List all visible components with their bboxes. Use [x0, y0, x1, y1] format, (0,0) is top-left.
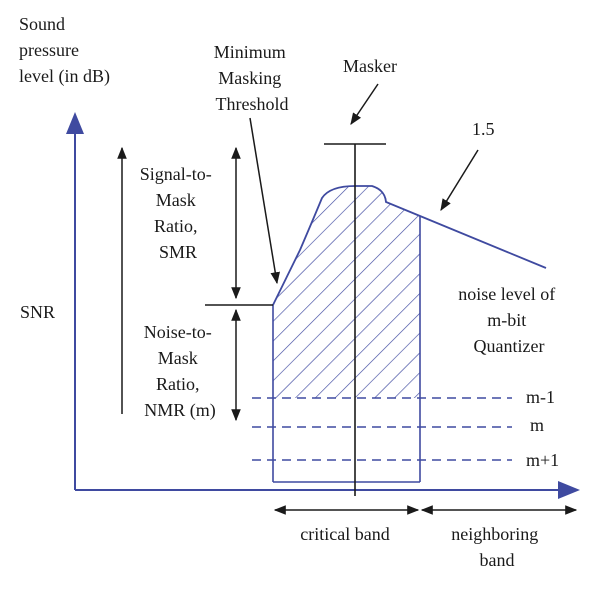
slope-label: 1.5 — [472, 119, 495, 139]
masking-threshold-curve — [272, 185, 547, 306]
y-axis-arrowhead — [66, 112, 84, 134]
minimum-masking-threshold-label: Minimum Masking Threshold — [214, 42, 291, 114]
y-axis-label: Sound pressure level (in dB) — [19, 14, 110, 87]
threshold-pointer-arrow — [249, 117, 280, 285]
slope-arrow — [440, 149, 479, 212]
nmr-label: Noise-to- Mask Ratio, NMR (m) — [144, 322, 216, 421]
quant-level-m-plus-1-label: m+1 — [526, 450, 559, 470]
critical-band-label: critical band — [300, 524, 389, 544]
masker-arrow — [350, 83, 379, 125]
neighboring-band-label: neighboring band — [451, 524, 543, 570]
quant-level-m-label: m — [530, 415, 544, 435]
smr-label: Signal-to- Mask Ratio, SMR — [140, 164, 217, 262]
masker-label: Masker — [343, 56, 397, 76]
masked-region-hatch — [273, 186, 420, 398]
quant-level-m-minus-1-label: m-1 — [526, 387, 555, 407]
x-axis-arrowhead — [558, 481, 580, 499]
snr-label: SNR — [20, 302, 55, 322]
noise-level-label: noise level of m-bit Quantizer — [458, 284, 559, 356]
